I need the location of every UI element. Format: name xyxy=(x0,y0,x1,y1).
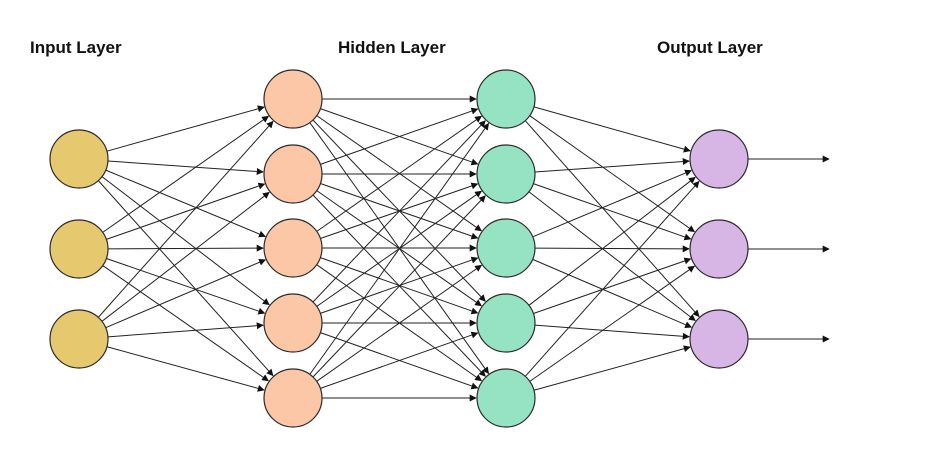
hidden2-node-5 xyxy=(476,368,536,428)
hidden2-node-3 xyxy=(476,218,536,278)
connection-input-1-to-hidden1-5 xyxy=(97,180,274,377)
connection-hidden2-2-to-output-2 xyxy=(533,183,692,241)
output-node-3 xyxy=(689,309,749,369)
connection-hidden1-5-to-hidden2-2 xyxy=(312,195,486,378)
input-node-2 xyxy=(49,219,109,279)
connection-hidden1-5-to-hidden2-4 xyxy=(320,331,479,389)
connections-group xyxy=(97,95,830,402)
connection-hidden1-3-to-hidden2-1 xyxy=(316,115,482,232)
input-node-1 xyxy=(49,129,109,189)
connection-hidden2-5-to-output-1 xyxy=(524,180,700,377)
connection-input-2-to-hidden1-3 xyxy=(107,244,264,252)
connection-input-2-to-hidden1-5 xyxy=(102,265,269,382)
connection-hidden2-1-to-output-3 xyxy=(524,120,700,318)
connection-input-1-to-hidden1-1 xyxy=(106,105,265,152)
output-layer-title: Output Layer xyxy=(657,38,763,57)
output-node-1 xyxy=(689,129,749,189)
connection-input-2-to-hidden1-1 xyxy=(102,115,270,233)
hidden1-node-4 xyxy=(263,293,323,353)
output-node-2 xyxy=(689,219,749,279)
connection-input-1-to-hidden1-4 xyxy=(101,176,270,306)
connection-hidden2-3-to-output-2 xyxy=(534,245,690,253)
hidden2-node-4 xyxy=(476,293,536,353)
input-node-3 xyxy=(49,309,109,369)
connection-hidden2-1-to-output-2 xyxy=(529,115,696,233)
connection-hidden2-1-to-output-1 xyxy=(533,106,691,153)
connection-input-1-to-hidden1-3 xyxy=(105,169,266,238)
hidden1-node-5 xyxy=(263,368,323,428)
connection-hidden2-2-to-output-1 xyxy=(534,158,690,173)
hidden2-node-2 xyxy=(476,144,536,204)
connection-hidden2-3-to-output-1 xyxy=(532,169,692,238)
hidden-layer-title: Hidden Layer xyxy=(338,38,446,57)
connection-input-2-to-hidden1-2 xyxy=(106,182,266,240)
input-layer-title: Input Layer xyxy=(30,38,122,57)
hidden1-node-2 xyxy=(263,144,323,204)
connection-hidden2-4-to-output-1 xyxy=(528,176,696,306)
connection-hidden1-5-to-hidden2-3 xyxy=(316,264,483,382)
connection-hidden2-4-to-output-3 xyxy=(534,324,690,340)
connection-hidden2-5-to-output-2 xyxy=(529,265,695,382)
nodes-group xyxy=(49,69,749,428)
connection-input-3-to-hidden1-4 xyxy=(107,322,264,338)
connection-input-1-to-hidden1-2 xyxy=(107,160,264,175)
connection-hidden1-4-to-hidden2-1 xyxy=(312,120,486,303)
hidden1-node-1 xyxy=(263,69,323,129)
connection-hidden1-2-to-hidden2-1 xyxy=(320,107,479,165)
hidden1-node-3 xyxy=(263,218,323,278)
connection-input-3-to-hidden1-1 xyxy=(97,120,274,318)
hidden2-node-1 xyxy=(476,69,536,129)
connection-input-2-to-hidden1-4 xyxy=(106,258,266,315)
connection-hidden2-4-to-output-2 xyxy=(533,257,692,314)
connection-hidden1-4-to-hidden2-3 xyxy=(320,256,479,314)
connection-input-3-to-hidden1-5 xyxy=(106,346,265,392)
connection-hidden2-2-to-output-3 xyxy=(528,191,696,322)
connection-input-3-to-hidden1-2 xyxy=(101,191,270,322)
connection-hidden1-5-to-hidden2-1 xyxy=(309,122,490,375)
connection-hidden2-5-to-output-3 xyxy=(533,345,691,391)
connection-input-3-to-hidden1-3 xyxy=(105,258,267,329)
connection-hidden2-3-to-output-3 xyxy=(532,258,693,328)
